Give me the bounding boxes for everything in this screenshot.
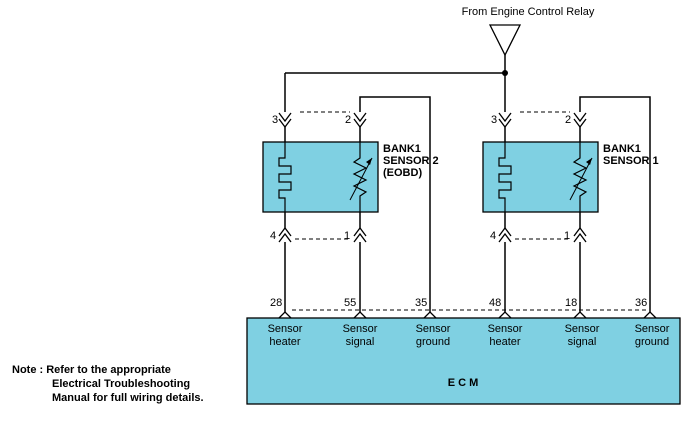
ecm-label: E C M	[448, 377, 479, 389]
ecm-terminal-label: signal	[346, 336, 375, 348]
note-line: Manual for full wiring details.	[52, 392, 204, 404]
ecm-pin-label: 35	[415, 297, 427, 309]
sensor-title: SENSOR 2	[383, 155, 439, 167]
heater-element-icon	[498, 142, 512, 212]
ecm-terminal-label: signal	[568, 336, 597, 348]
ecm-box	[246, 317, 681, 405]
variable-resistor-arrow	[349, 157, 373, 201]
ecm-terminal-icon	[573, 311, 587, 319]
ecm-pin-label: 55	[344, 297, 356, 309]
variable-resistor-icon	[572, 142, 588, 212]
ecm-terminal-label: ground	[416, 336, 450, 348]
ecm-group: 28 55 35 48 18 36 Sensor heater Sensor s…	[246, 297, 681, 405]
ecm-terminal-icon	[278, 311, 292, 319]
ecm-terminal-icon	[423, 311, 437, 319]
ecm-pin-label: 36	[635, 297, 647, 309]
ecm-terminal-label: heater	[489, 336, 521, 348]
pin-label: 2	[565, 114, 571, 126]
note-line: Note : Refer to the appropriate	[12, 364, 171, 376]
connector-terminal-icon	[353, 226, 367, 243]
pin-label: 3	[272, 114, 278, 126]
heater-element-icon	[278, 142, 292, 212]
pin-label: 4	[270, 230, 276, 242]
ground-wire	[359, 96, 431, 312]
connector-terminal-icon	[278, 112, 292, 129]
ecm-terminal-label: heater	[269, 336, 301, 348]
sensor-title: (EOBD)	[383, 167, 422, 179]
ecm-terminal-label: Sensor	[416, 323, 451, 335]
variable-resistor-arrow	[569, 157, 593, 201]
connector-terminal-icon	[573, 112, 587, 129]
connector-terminal-icon	[573, 226, 587, 243]
connector-terminal-icon	[498, 112, 512, 129]
sensor-title: BANK1	[603, 143, 641, 155]
arrow-head-icon	[586, 158, 592, 165]
sensor-title: SENSOR 1	[603, 155, 659, 167]
pin-label: 2	[345, 114, 351, 126]
connector-terminal-icon	[498, 226, 512, 243]
ecm-terminal-label: Sensor	[343, 323, 378, 335]
ecm-terminal-label: ground	[635, 336, 669, 348]
sensor-title: BANK1	[383, 143, 421, 155]
pin-label: 1	[564, 230, 570, 242]
source-label: From Engine Control Relay	[462, 6, 595, 18]
note-block: Note : Refer to the appropriate Electric…	[12, 364, 204, 404]
variable-resistor-icon	[352, 142, 368, 212]
ecm-terminal-label: Sensor	[268, 323, 303, 335]
ecm-pin-label: 18	[565, 297, 577, 309]
sensor-2-group: 3 2 BANK1 SENSOR 2 (EOBD) 4 1	[262, 96, 439, 312]
sensor-1-group: 3 2 BANK1 SENSOR 1 4 1	[482, 96, 659, 312]
pin-label: 4	[490, 230, 496, 242]
connector-terminal-icon	[353, 112, 367, 129]
pin-label: 3	[491, 114, 497, 126]
connector-terminal-icon	[278, 226, 292, 243]
ecm-terminal-label: Sensor	[635, 323, 670, 335]
ecm-terminal-icon	[498, 311, 512, 319]
note-line: Electrical Troubleshooting	[52, 378, 190, 390]
ecm-terminal-label: Sensor	[488, 323, 523, 335]
ecm-pin-label: 28	[270, 297, 282, 309]
power-source-symbol	[488, 24, 522, 57]
ecm-pin-label: 48	[489, 297, 501, 309]
ecm-terminal-label: Sensor	[565, 323, 600, 335]
ecm-terminal-icon	[353, 311, 367, 319]
ecm-terminal-icon	[643, 311, 657, 319]
pin-label: 1	[344, 230, 350, 242]
arrow-head-icon	[366, 158, 372, 165]
ground-wire	[579, 96, 651, 312]
